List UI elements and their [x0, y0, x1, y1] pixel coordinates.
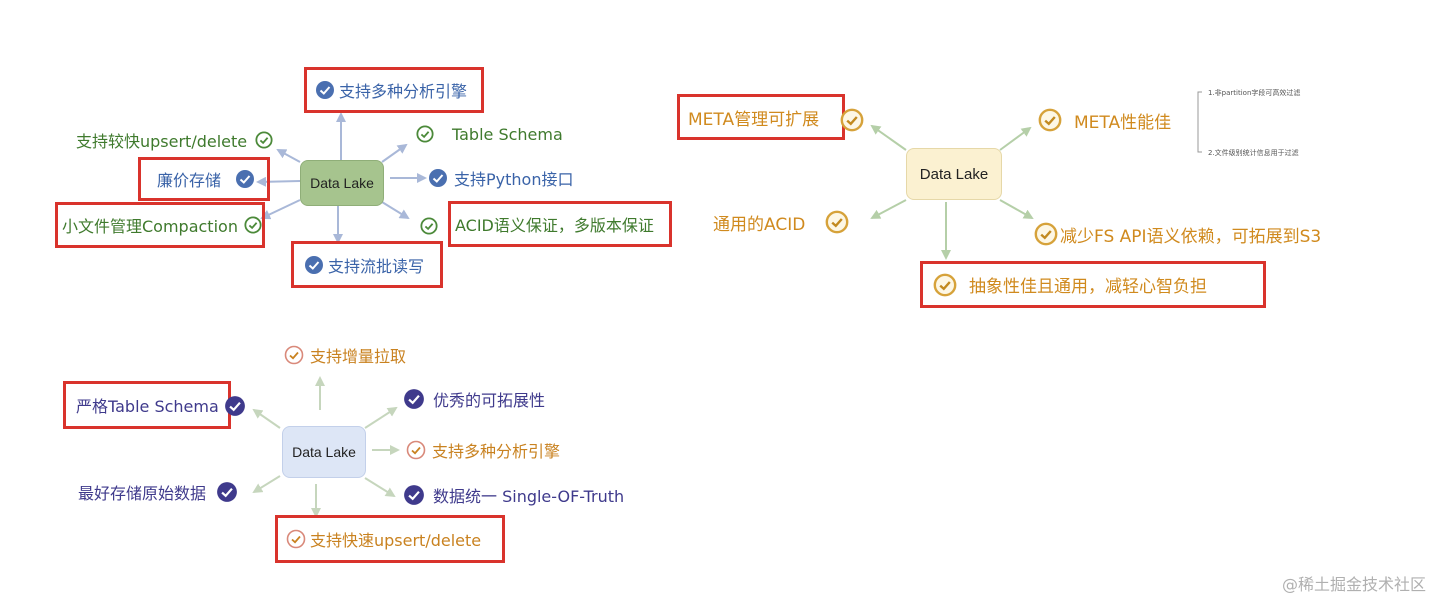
check-circle-outline-icon: [420, 217, 438, 235]
item-label: 支持多种分析引擎: [432, 442, 561, 461]
d1-item-compaction: 小文件管理Compaction: [55, 202, 265, 248]
item-label: 支持Python接口: [454, 170, 574, 189]
check-circle-icon: [316, 81, 334, 99]
check-circle-outline-icon: [416, 125, 434, 143]
d1-item-analysis-engines: 支持多种分析引擎: [304, 67, 484, 113]
check-circle-outline-icon: [406, 440, 426, 460]
arrow-to-schema3: [252, 408, 281, 429]
item-label: 最好存储原始数据: [78, 484, 207, 503]
item-label: 支持多种分析引擎: [339, 82, 468, 101]
watermark-text: @稀土掘金技术社区: [1281, 575, 1426, 594]
item-label: 支持增量拉取: [310, 347, 407, 366]
check-circle-icon: [305, 255, 323, 274]
check-circle-icon: [429, 169, 447, 187]
item-label: Table Schema: [452, 124, 563, 144]
diagram2-arrows: [870, 124, 1034, 260]
d3-item-engines: 支持多种分析引擎: [406, 437, 560, 463]
d1-item-table-schema: Table Schema: [416, 122, 563, 146]
check-circle-outline-icon: [1034, 222, 1058, 246]
arrow-to-sot: [364, 477, 396, 498]
check-circle-outline-icon: [1038, 108, 1062, 132]
d1-item-python: 支持Python接口: [428, 166, 573, 190]
d2-item-meta-scalable: META管理可扩展: [677, 94, 845, 140]
diagram1-center-node: Data Lake: [300, 160, 384, 206]
check-circle-outline-icon: [840, 108, 864, 132]
check-circle-icon: [404, 485, 424, 505]
check-circle-outline-icon: [286, 529, 306, 549]
item-label: 通用的ACID: [713, 214, 806, 235]
d2-note-1: 1.非partition字段可高效过滤: [1208, 89, 1301, 97]
diagram2-brace: [1197, 91, 1202, 153]
check-circle-outline-icon: [284, 345, 304, 365]
arrow-to-storage: [256, 176, 301, 187]
check-circle-icon: [236, 170, 255, 188]
d1-item-acid: ACID语义保证，多版本保证: [448, 201, 672, 247]
d2-item-fs-api: 减少FS API语义依赖，可拓展到S3: [1034, 220, 1321, 248]
d1-item-cheap-storage: 廉价存储: [138, 157, 270, 201]
d1-item-stream-batch: 支持流批读写: [291, 241, 443, 288]
check-circle-outline-icon: [255, 131, 273, 149]
d3-item-single-truth: 数据统一 Single-OF-Truth: [403, 482, 624, 508]
d3-item-fast-upsert: 支持快速upsert/delete: [275, 515, 505, 563]
check-circle-icon: [225, 396, 245, 416]
item-label: 减少FS API语义依赖，可拓展到S3: [1060, 226, 1322, 247]
item-label: 支持快速upsert/delete: [310, 531, 482, 550]
item-label: 小文件管理Compaction: [62, 217, 238, 236]
item-label: 抽象性佳且通用，减轻心智负担: [969, 277, 1207, 297]
item-label: 支持较快upsert/delete: [76, 132, 248, 151]
diagram3-arrows: [252, 376, 400, 518]
check-circle-outline-icon: [244, 216, 262, 234]
arrow-to-extensibility: [364, 406, 398, 429]
check-circle-outline-icon: [825, 210, 849, 234]
d2-item-abstraction: 抽象性佳且通用，减轻心智负担: [920, 261, 1266, 308]
arrow-to-raw: [252, 475, 281, 494]
d3-item-raw-data: 最好存储原始数据: [78, 479, 238, 505]
arrow-to-meta-perf: [999, 126, 1032, 151]
d2-item-meta-perf: META性能佳: [1038, 106, 1171, 134]
item-label: 廉价存储: [157, 171, 222, 190]
item-label: ACID语义保证，多版本保证: [455, 216, 654, 235]
d3-item-strict-schema: 严格Table Schema: [63, 381, 231, 429]
item-label: META管理可扩展: [688, 109, 820, 130]
d1-item-acid-check: [420, 214, 438, 238]
arrow-to-schema: [381, 143, 408, 163]
check-circle-outline-icon: [933, 273, 957, 296]
arrow-to-s3: [999, 199, 1034, 219]
d3-item-incremental: 支持增量拉取: [284, 342, 406, 368]
diagram2-center-node: Data Lake: [906, 148, 1002, 200]
item-label: 数据统一 Single-OF-Truth: [433, 487, 625, 506]
item-label: META性能佳: [1074, 112, 1172, 133]
arrow-to-acid2: [870, 199, 907, 219]
item-label: 优秀的可拓展性: [433, 391, 546, 410]
d2-item-acid: 通用的ACID: [713, 208, 849, 236]
arrow-to-meta-scale: [870, 124, 907, 151]
diagram1-arrows: [256, 112, 427, 244]
d1-item-upsert: 支持较快upsert/delete: [76, 128, 273, 152]
item-label: 支持流批读写: [328, 256, 425, 276]
d2-note-2: 2.文件级别统计信息用于过滤: [1208, 149, 1299, 157]
arrow-to-upsert: [276, 149, 301, 163]
arrow-to-compaction: [260, 199, 301, 220]
d3-item-extensibility: 优秀的可拓展性: [403, 386, 545, 412]
arrow-to-acid: [381, 201, 410, 220]
item-label: 严格Table Schema: [76, 397, 219, 416]
check-circle-icon: [217, 482, 237, 502]
check-circle-icon: [404, 389, 424, 409]
diagram3-center-node: Data Lake: [282, 426, 366, 478]
